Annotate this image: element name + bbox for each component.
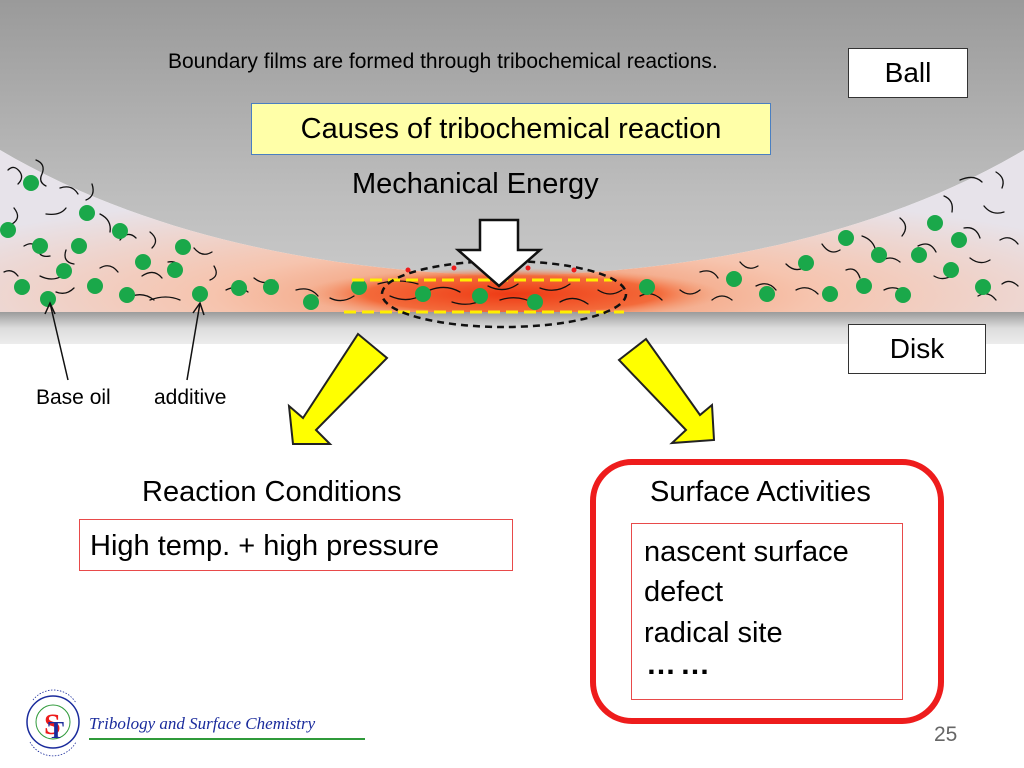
surface-activity-item: radical site	[644, 617, 783, 649]
causes-title-box: Causes of tribochemical reaction	[251, 103, 771, 155]
additive-label: additive	[154, 386, 227, 409]
surface-activities-heading: Surface Activities	[650, 476, 871, 508]
reaction-conditions-item: High temp. + high pressure	[90, 530, 439, 562]
ball-label: Ball	[848, 48, 968, 98]
base-oil-pointer-head	[44, 301, 56, 315]
additive-pointer-head	[192, 301, 205, 316]
svg-text:T: T	[48, 718, 64, 744]
boundary-film-lines	[344, 278, 624, 314]
surface-activity-ellipsis: ……	[646, 648, 714, 681]
slide-caption: Boundary films are formed through triboc…	[168, 50, 718, 73]
mechanical-energy-label: Mechanical Energy	[352, 168, 599, 200]
surface-activity-item: nascent surface	[644, 536, 849, 568]
mechanical-energy-arrow	[454, 218, 544, 288]
disk-label: Disk	[848, 324, 986, 374]
contact-region-outline	[380, 259, 628, 329]
arrow-to-reaction-conditions	[287, 332, 389, 445]
reaction-conditions-heading: Reaction Conditions	[142, 476, 402, 508]
surface-activity-item: defect	[644, 576, 723, 608]
tribology-logo: S T	[26, 689, 80, 757]
lubricant-film	[0, 150, 1024, 312]
arrow-to-surface-activities	[617, 337, 716, 445]
footer-org-name: Tribology and Surface Chemistry	[89, 714, 316, 733]
additive-pointer	[186, 302, 201, 381]
base-oil-pointer	[49, 302, 69, 381]
svg-text:S: S	[44, 708, 61, 741]
additive-molecules	[0, 175, 991, 310]
reaction-sparks	[405, 265, 577, 273]
page-number: 25	[934, 723, 958, 746]
footer-underline	[89, 738, 365, 740]
surface-activities-box: nascent surface defect radical site ……	[631, 523, 903, 700]
reaction-conditions-box: High temp. + high pressure	[79, 519, 513, 571]
base-oil-label: Base oil	[36, 386, 111, 409]
surface-activities-highlight	[590, 459, 944, 724]
